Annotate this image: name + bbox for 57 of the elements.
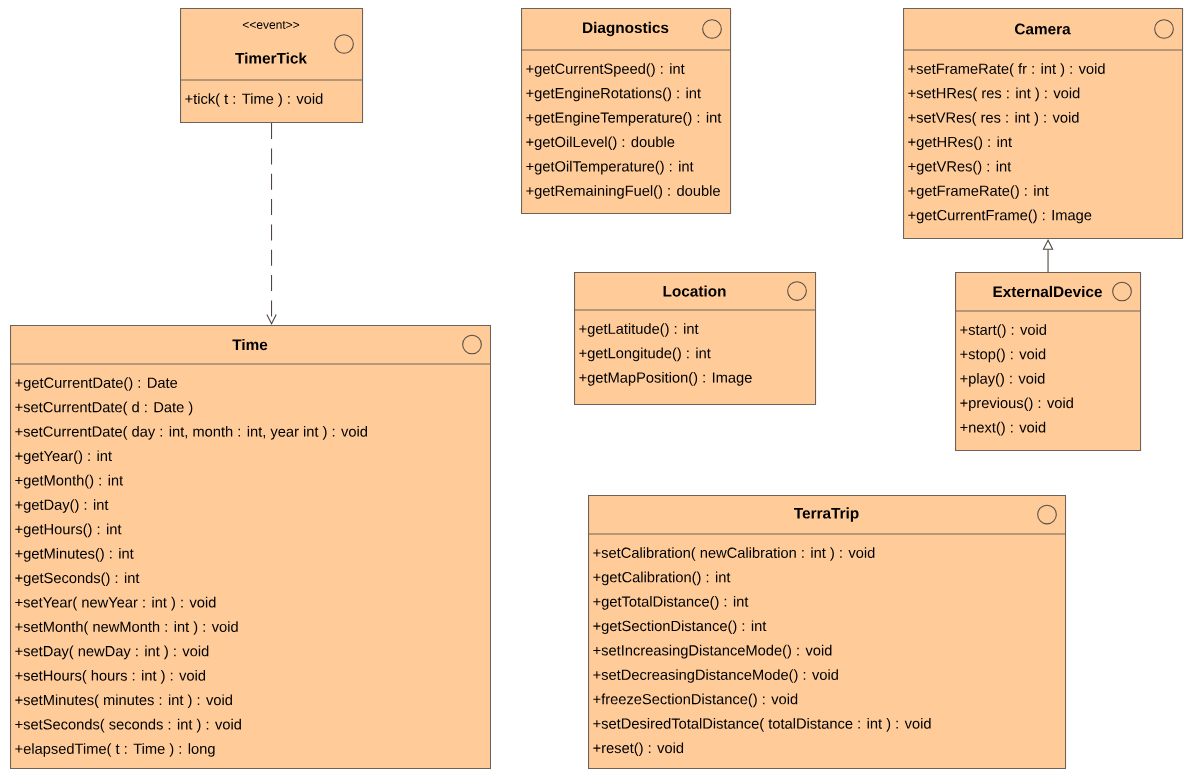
operation: +play() : void (960, 373, 1045, 387)
operation: +setDay( newDay : int ) : void (15, 645, 209, 660)
dependency-arrow (266, 122, 277, 325)
stereotype: <<event>> (242, 21, 300, 29)
class-name: TerraTrip (794, 507, 859, 522)
operation: +getCurrentDate() : Date (15, 377, 178, 391)
operation: +getVRes() : int (908, 160, 1012, 175)
class-name: TimerTick (235, 52, 307, 64)
operation: +getHRes() : int (908, 136, 1012, 151)
operation: +start() : void (960, 324, 1046, 338)
operation: +getCalibration() : int (593, 571, 731, 586)
operation: +getSeconds() : int (15, 572, 140, 587)
operation: +getLatitude() : int (579, 323, 699, 337)
operation: +setHours( hours : int ) : void (15, 670, 206, 684)
operation: +setDesiredTotalDistance( totalDistance : int ) : void (593, 718, 931, 732)
operation: +setMonth( newMonth : int ) : void (15, 621, 238, 635)
operation: +setHRes( res : int ) : void (908, 87, 1080, 102)
operation: +getTotalDistance() : int (593, 596, 749, 610)
operation: +getEngineTemperature() : int (526, 112, 722, 126)
operation: +getYear() : int (15, 450, 112, 465)
operation: +getRemainingFuel() : double (526, 185, 720, 199)
operation: +setCalibration( newCalibration : int ) : void (593, 547, 875, 561)
operation: +reset() : void (593, 742, 684, 757)
operation: +tick( t : Time ) : void (185, 93, 323, 107)
operation: +getMinutes() : int (15, 548, 134, 562)
class-name: Time (232, 338, 268, 351)
class-name: Camera (1015, 23, 1071, 35)
operation: +getEngineRotations() : int (526, 87, 701, 102)
operation: +getFrameRate() : int (908, 185, 1049, 199)
operation: +setYear( newYear : int ) : void (15, 596, 216, 611)
operation: +getLongitude() : int (579, 347, 711, 362)
class-name: ExternalDevice (993, 285, 1102, 298)
operation: +setDecreasingDistanceMode() : void (593, 669, 838, 683)
operation: +freezeSectionDistance() : void (593, 693, 798, 708)
operation: +getCurrentFrame() : Image (908, 209, 1092, 224)
operation: +setCurrentDate( day : int, month : int, year int ) : void (15, 426, 367, 440)
operation: +elapsedTime( t : Time ) : long (15, 743, 215, 757)
operation: +getSectionDistance() : int (593, 620, 767, 635)
class-name: Location (663, 285, 726, 297)
operation: +stop() : void (960, 348, 1046, 363)
operation: +previous() : void (960, 397, 1073, 412)
operation: +getCurrentSpeed() : int (526, 63, 685, 77)
operation: +setCurrentDate( d : Date ) (15, 401, 193, 416)
operation: +getDay() : int (15, 499, 109, 513)
operation: +setSeconds( seconds : int ) : void (15, 718, 241, 733)
operation: +getOilLevel() : double (526, 136, 675, 151)
operation: +setMinutes( minutes : int ) : void (15, 694, 232, 709)
operation: +getMapPosition() : Image (579, 372, 752, 386)
generalization-arrow (1042, 239, 1054, 273)
class-name: Diagnostics (583, 21, 669, 37)
operation: +getHours() : int (15, 523, 122, 538)
operation: +setVRes( res : int ) : void (908, 112, 1079, 126)
operation: +setFrameRate( fr : int ) : void (908, 63, 1105, 77)
operation: +next() : void (960, 421, 1046, 436)
operation: +getMonth() : int (15, 474, 124, 489)
operation: +getOilTemperature() : int (526, 160, 694, 175)
operation: +setIncreasingDistanceMode() : void (593, 644, 832, 659)
